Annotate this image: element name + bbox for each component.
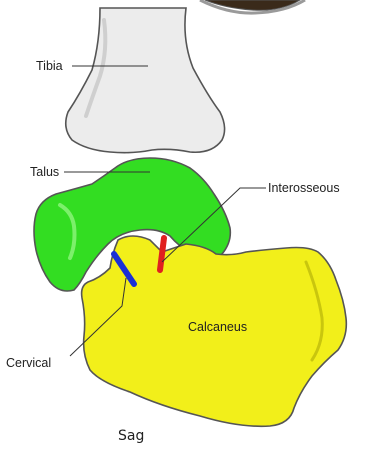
tibia-bone	[66, 8, 225, 153]
calcaneus-label: Calcaneus	[188, 320, 247, 334]
interosseous-label: Interosseous	[268, 181, 340, 195]
caption-sag: Sag	[118, 428, 144, 444]
talus-label: Talus	[30, 165, 59, 179]
cervical-label: Cervical	[6, 356, 51, 370]
tibia-label: Tibia	[36, 59, 63, 73]
interosseous-ligament	[160, 238, 164, 270]
